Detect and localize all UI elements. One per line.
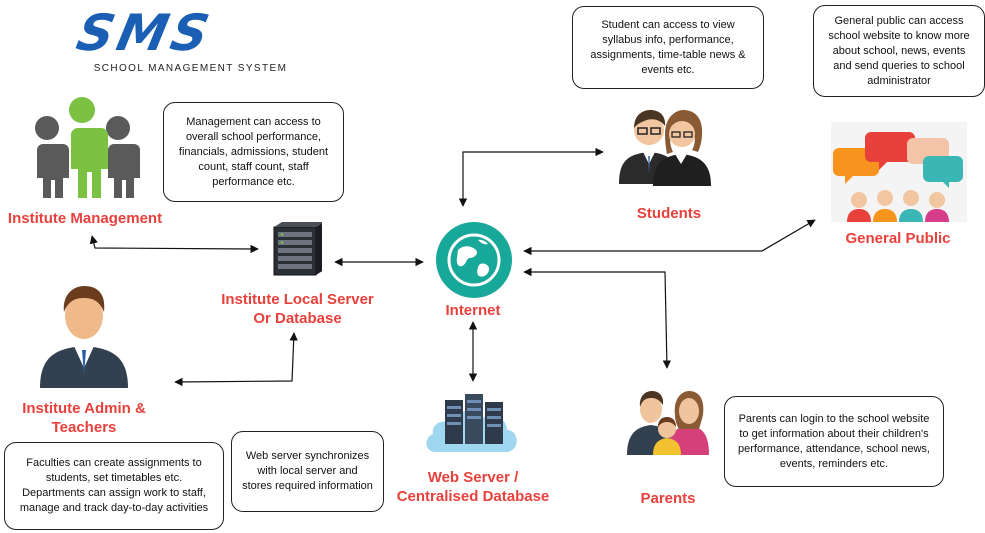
arrow-management-server bbox=[89, 235, 259, 254]
faculties-note: Faculties can create assignments to stud… bbox=[4, 442, 224, 530]
web-server-cloud-icon bbox=[426, 394, 517, 452]
server-rack-icon bbox=[273, 222, 322, 276]
management-label: Institute Management bbox=[7, 210, 163, 227]
management-note: Management can access to overall school … bbox=[163, 102, 344, 202]
sms-logo: SMS bbox=[71, 4, 218, 62]
admin-teacher-icon bbox=[40, 286, 128, 388]
students-note: Student can access to view syllabus info… bbox=[572, 6, 764, 89]
parents-note: Parents can login to the school website … bbox=[724, 396, 944, 487]
public-note: General public can access school website… bbox=[813, 5, 985, 97]
logo-subtitle: School Management System bbox=[93, 63, 288, 74]
parents-icon bbox=[627, 391, 709, 455]
arrow-internet-students bbox=[458, 147, 604, 207]
arrow-admin-server bbox=[174, 332, 298, 387]
students-label: Students bbox=[636, 205, 702, 222]
general-public-icon bbox=[831, 122, 967, 222]
students-icon bbox=[619, 110, 711, 186]
arrow-internet-public bbox=[523, 219, 816, 256]
management-group-icon bbox=[31, 97, 140, 198]
web-sync-note: Web server synchronizes with local serve… bbox=[231, 431, 384, 512]
local-server-label: Institute Local Server Or Database bbox=[221, 291, 374, 327]
internet-globe-icon[interactable] bbox=[434, 220, 514, 300]
parents-label: Parents bbox=[640, 490, 696, 507]
public-label: General Public bbox=[845, 230, 951, 247]
internet-label: Internet bbox=[445, 302, 501, 319]
admin-label: Institute Admin & Teachers bbox=[22, 400, 146, 436]
web-server-label: Web Server / Centralised Database bbox=[396, 469, 550, 505]
arrow-internet-parents bbox=[523, 267, 672, 369]
